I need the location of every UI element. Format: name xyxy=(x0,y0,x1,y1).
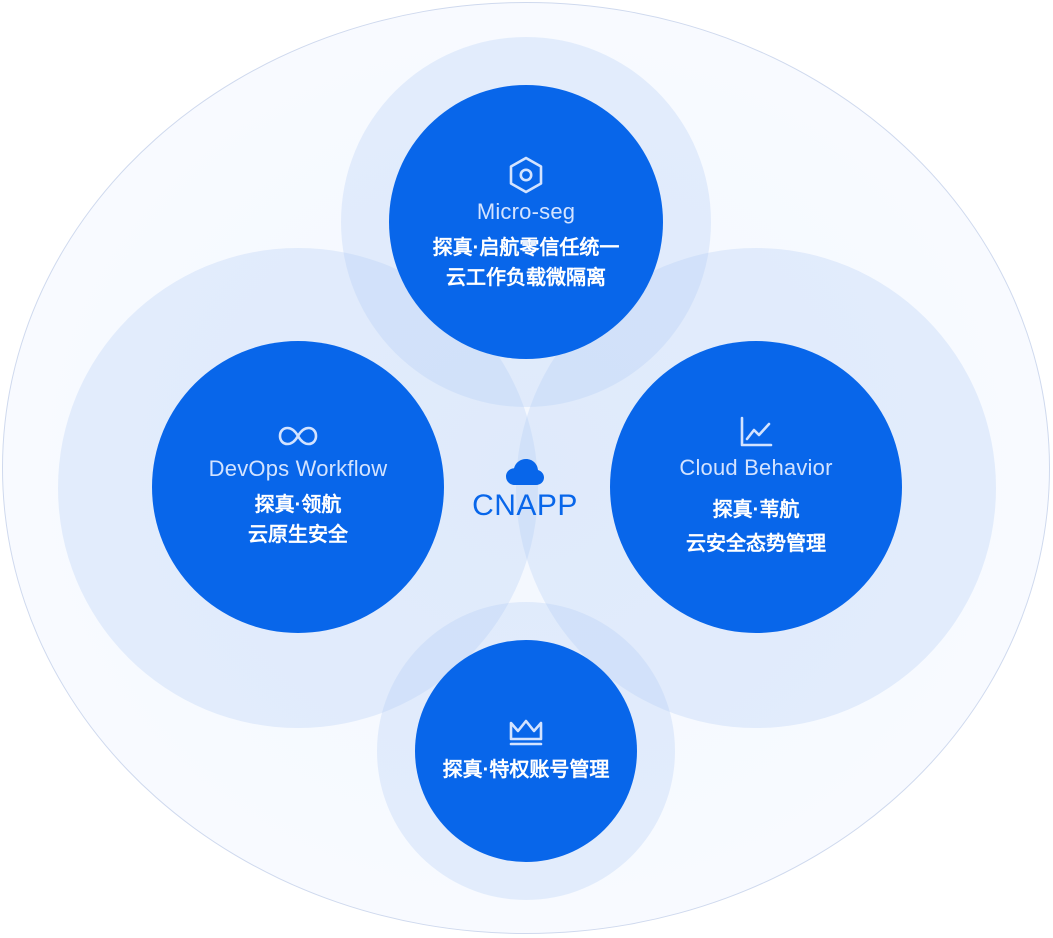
node-devops-workflow-zh-2: 云原生安全 xyxy=(248,524,348,546)
node-micro-seg-en: Micro-seg xyxy=(476,199,576,224)
node-cloud-behavior-zh-2: 云安全态势管理 xyxy=(686,533,826,555)
node-cloud-behavior-zh-1: 探真·苇航 xyxy=(712,499,800,521)
node-cloud-behavior: Cloud Behavior 探真·苇航 云安全态势管理 xyxy=(610,341,902,633)
center-cnapp: CNAPP xyxy=(445,440,605,540)
line-chart-icon xyxy=(738,415,774,449)
cloud-icon xyxy=(505,457,545,487)
node-privileged-account-zh-1: 探真·特权账号管理 xyxy=(442,759,610,781)
node-micro-seg-zh-1: 探真·启航零信任统一 xyxy=(432,237,620,259)
crown-icon xyxy=(507,717,545,747)
node-devops-workflow: DevOps Workflow 探真·领航 云原生安全 xyxy=(152,341,444,633)
node-cloud-behavior-en: Cloud Behavior xyxy=(679,455,833,480)
node-devops-workflow-zh-1: 探真·领航 xyxy=(254,494,342,516)
infinity-loop-icon xyxy=(277,424,319,448)
hexagon-target-icon xyxy=(507,155,545,195)
center-title: CNAPP xyxy=(472,489,578,522)
node-devops-workflow-en: DevOps Workflow xyxy=(208,456,388,481)
node-micro-seg: Micro-seg 探真·启航零信任统一 云工作负载微隔离 xyxy=(389,85,663,359)
node-micro-seg-zh-2: 云工作负载微隔离 xyxy=(446,267,606,289)
node-privileged-account: 探真·特权账号管理 xyxy=(415,640,637,862)
